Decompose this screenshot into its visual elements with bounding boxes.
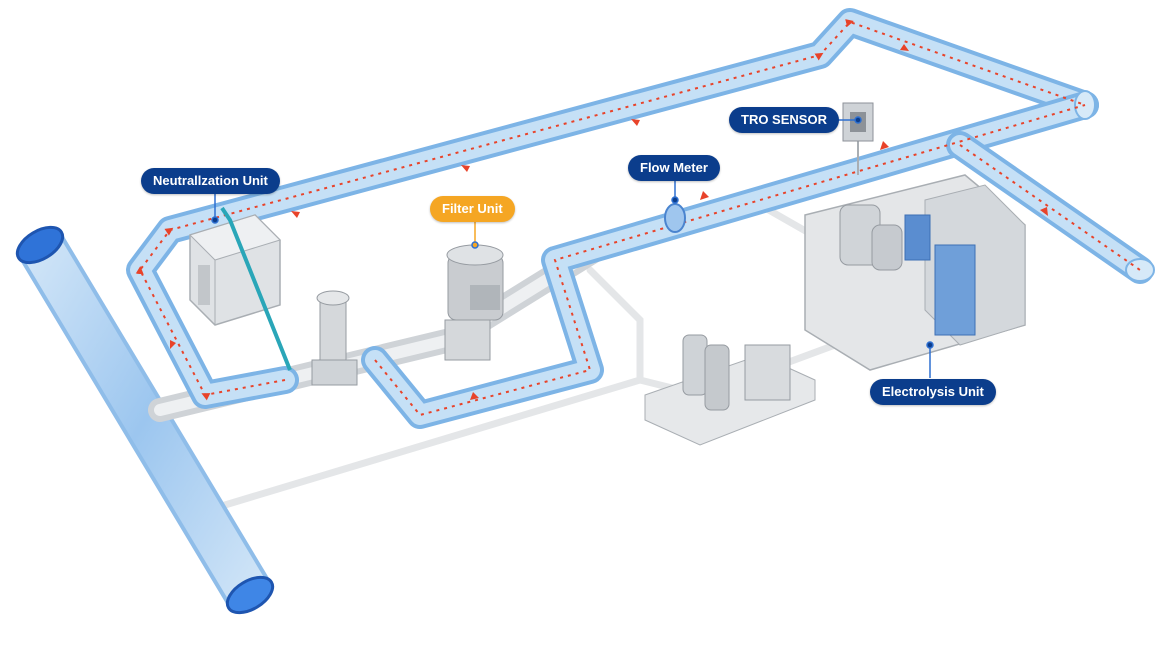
pump-skid	[644, 334, 816, 446]
flow-arrows	[135, 19, 1141, 417]
flow-meter	[664, 203, 686, 233]
flow-arrow-icon	[135, 19, 1086, 401]
neutralization-unit-label: Neutrallzation Unit	[141, 168, 280, 194]
main-pipe	[15, 225, 275, 615]
tro-sensor-label: TRO SENSOR	[729, 107, 839, 133]
electrolysis-unit-label: Electrolysis Unit	[870, 379, 996, 405]
inlet-valve	[311, 290, 358, 386]
tro-sensor-icon	[842, 102, 874, 142]
filter-unit	[444, 244, 504, 361]
flow-arrow-heads	[170, 44, 1048, 400]
electrolysis-unit	[804, 174, 1026, 371]
neutralization-unit	[189, 206, 292, 371]
flow-arrow-icon	[374, 104, 1086, 417]
filter-unit-label: Filter Unit	[430, 196, 515, 222]
tro-sensor	[842, 102, 874, 175]
leader-lines	[211, 116, 934, 378]
flow-meter-label: Flow Meter	[628, 155, 720, 181]
